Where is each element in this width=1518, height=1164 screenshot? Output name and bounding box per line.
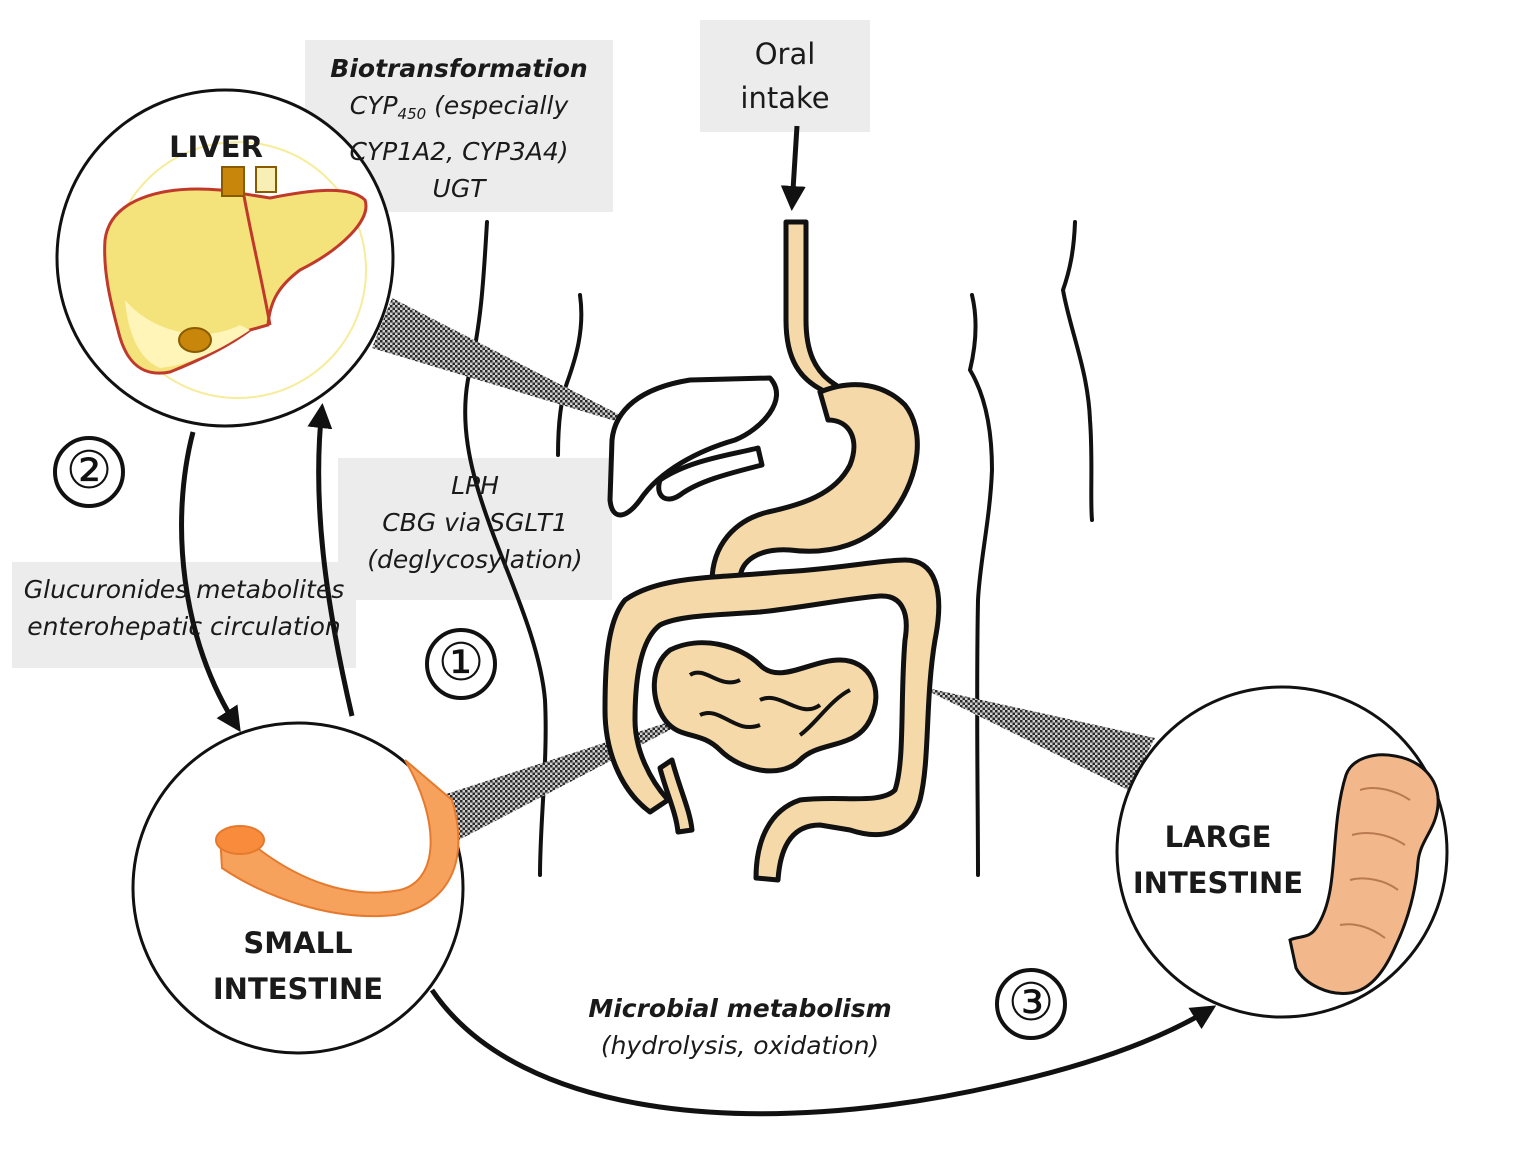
large-intestine-folds <box>1339 787 1411 939</box>
microbial-title: Microbial metabolism <box>588 994 892 1023</box>
liver-illustration <box>103 141 368 399</box>
absorption-arrow <box>307 403 355 717</box>
hepatic-vessel-right <box>255 166 277 193</box>
cyp-subscript: 450 <box>397 105 427 123</box>
liver-area-outline <box>607 375 779 518</box>
body-left-contour <box>463 220 548 877</box>
small-intestine-opening <box>215 825 265 855</box>
gallbladder <box>178 327 212 353</box>
large-intestine-frame <box>602 557 942 883</box>
biotransformation-label: Biotransformation CYP450 (especially CYP… <box>305 50 613 207</box>
hepatic-vessel-left <box>221 166 245 197</box>
microbial-processes: (hydrolysis, oxidation) <box>600 1031 880 1060</box>
cyp-prefix: CYP <box>349 91 398 120</box>
large-intestine-label: LARGE INTESTINE <box>1118 814 1318 906</box>
small-intestine-coils <box>651 640 879 774</box>
body-right-inner-contour <box>967 293 995 877</box>
body-left-inner-contour <box>556 293 584 457</box>
absorption-deglycosylation: (deglycosylation) <box>367 545 583 574</box>
large-intestine-colon <box>1288 753 1440 995</box>
duodenum-loop <box>656 445 765 502</box>
oral-intake-panel <box>700 20 870 132</box>
enterohepatic-label: Glucuronides metabolites enterohepatic c… <box>12 571 356 645</box>
absorption-label: LPH CBG via SGLT1 (deglycosylation) <box>338 467 612 578</box>
stomach <box>709 382 920 585</box>
step-two-marker: ② <box>53 436 125 508</box>
liver-label: LIVER <box>169 130 263 164</box>
liver-lobe <box>103 187 368 375</box>
biotransformation-title: Biotransformation <box>330 54 588 83</box>
enterohepatic-arrow <box>179 431 241 733</box>
small-intestine-label: SMALL INTESTINE <box>198 920 398 1012</box>
falciform-ligament <box>242 195 272 326</box>
oral-intake-label: Oral intake <box>700 32 870 120</box>
oral-intake-line2: intake <box>740 81 830 115</box>
esophagus <box>783 219 839 395</box>
oral-intake-line1: Oral <box>754 37 816 71</box>
large-intestine-line2: INTESTINE <box>1132 866 1304 900</box>
step-three-marker: ③ <box>995 968 1067 1040</box>
oral-intake-arrow <box>780 125 806 211</box>
biotransformation-enzymes: CYP1A2, CYP3A4) <box>349 137 569 166</box>
cyp-suffix: (especially <box>426 91 569 120</box>
absorption-cbg: CBG via SGLT1 <box>382 508 568 537</box>
large-intestine-line1: LARGE <box>1164 820 1272 854</box>
enterohepatic-line2: enterohepatic circulation <box>27 612 341 641</box>
body-right-contour <box>1060 220 1094 522</box>
liver-zoom-wedge <box>372 298 655 433</box>
appendix <box>657 757 695 835</box>
digestive-tract <box>602 219 942 883</box>
absorption-lph: LPH <box>451 471 499 500</box>
biotransformation-ugt: UGT <box>432 174 486 203</box>
microbial-label: Microbial metabolism (hydrolysis, oxidat… <box>560 990 920 1064</box>
small-intestine-line2: INTESTINE <box>212 972 384 1006</box>
body-outline <box>463 220 1094 877</box>
biotransformation-cyp-line: CYP450 (especially <box>305 87 613 133</box>
small-intestine-zoom-wedge <box>440 708 712 842</box>
small-intestine-detail <box>688 670 851 737</box>
large-intestine-zoom-wedge <box>918 686 1155 790</box>
small-intestine-line1: SMALL <box>243 926 353 960</box>
step-one-marker: ① <box>425 628 497 700</box>
enterohepatic-line1: Glucuronides metabolites <box>23 575 345 604</box>
microbial-arrow <box>429 988 1217 1117</box>
